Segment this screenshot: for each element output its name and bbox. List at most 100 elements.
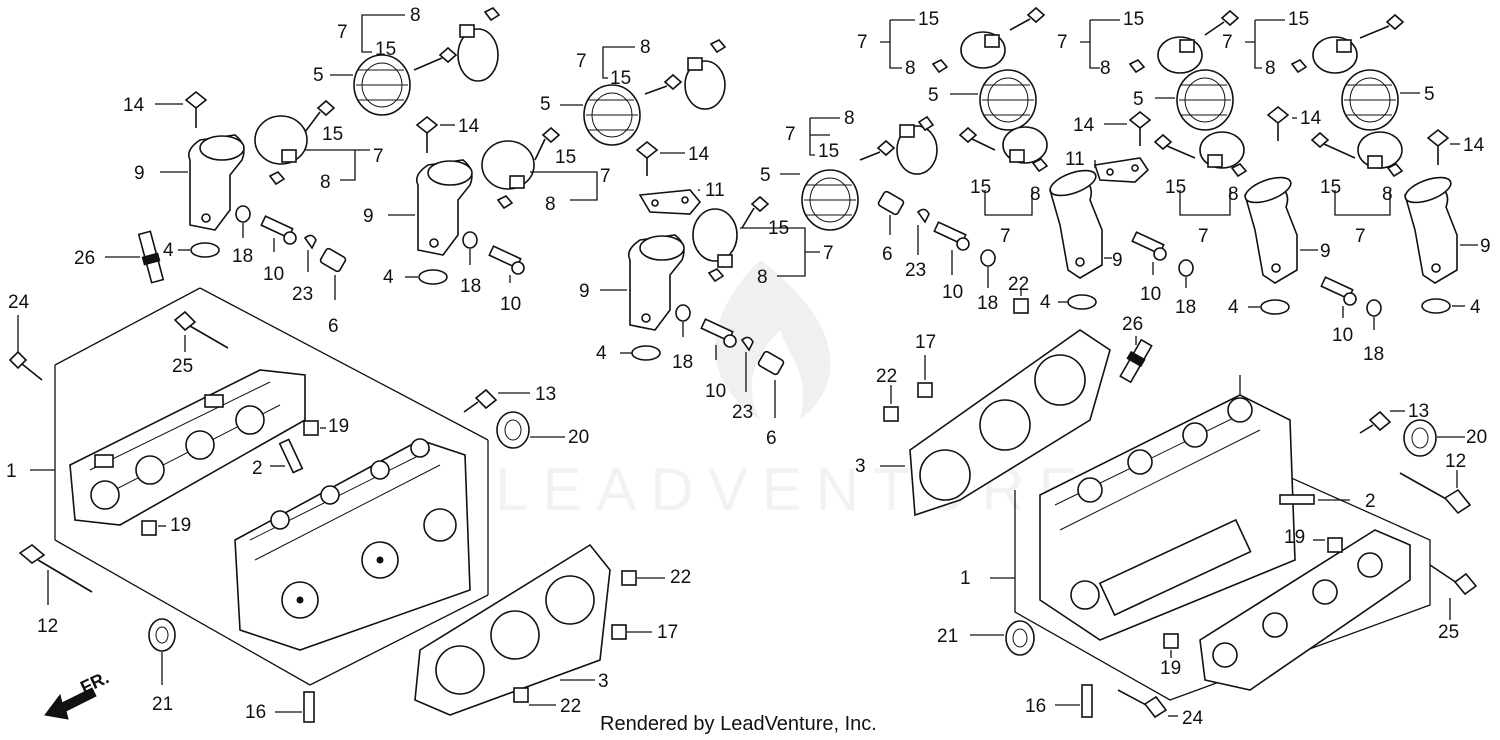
clip-23-left-a: [303, 234, 317, 250]
washer-18-right-a: [980, 249, 996, 267]
callout-15-left-c: 15: [610, 68, 631, 89]
callout-5-left-a: 5: [313, 65, 324, 86]
nut-8-center: [707, 268, 725, 283]
callout-6-center: 6: [766, 428, 777, 449]
nut-8-right-d: [1128, 59, 1146, 74]
screw-15-right-b: [1009, 6, 1046, 31]
callout-10-center: 10: [705, 381, 726, 402]
fitting-10-right-a: [933, 221, 970, 251]
callout-20-left: 20: [568, 427, 589, 448]
screw-15-left-b: [304, 99, 336, 133]
callout-8-right-c: 8: [1030, 184, 1041, 205]
oil-seal-21-right: [1005, 620, 1035, 656]
fitting-10-left-a: [260, 215, 297, 245]
footer-credit: Rendered by LeadVenture, Inc.: [600, 713, 877, 735]
screw-15-center: [741, 195, 770, 229]
washer-18-left-a: [235, 205, 251, 223]
callout-17-left: 17: [657, 622, 678, 643]
callout-22-right-a: 22: [876, 366, 897, 387]
bolt-25-right: [1429, 564, 1478, 596]
fitting-10-right-c: [1320, 276, 1357, 306]
clamp-7-right-c: [1002, 126, 1048, 164]
screw-15-left-a: [413, 46, 458, 71]
callout-15-left-d: 15: [555, 147, 576, 168]
clip-23-right: [916, 208, 930, 224]
callout-5-right-a: 5: [760, 165, 771, 186]
head-gasket-right: [909, 329, 1111, 517]
intake-boot-5-right-d: [1341, 69, 1399, 131]
callout-14-right-c: 14: [1463, 135, 1485, 156]
callout-26-right: 26: [1122, 314, 1143, 335]
dowel-19-right-a: [1327, 537, 1343, 553]
valve-6-right: [877, 190, 905, 216]
nut-8-right-a: [917, 115, 935, 132]
gasket-4-right-c: [1421, 298, 1451, 314]
dowel-19-right-b: [1163, 633, 1179, 649]
callout-11-center: 11: [705, 180, 725, 201]
callout-5-right-d: 5: [1424, 84, 1435, 105]
callout-8-right-e: 8: [1228, 184, 1239, 205]
callout-7-left-d: 7: [600, 166, 611, 187]
oil-seal-20-right: [1403, 419, 1437, 457]
callout-4-right-c: 4: [1470, 297, 1481, 318]
nut-8-left-c: [709, 39, 727, 54]
fitting-10-right-b: [1131, 231, 1167, 261]
callout-9-right-a: 9: [1112, 250, 1123, 271]
callout-7-right-g: 7: [1355, 226, 1366, 247]
callout-4-left-a: 4: [163, 240, 174, 261]
bolt-24-right: [1117, 689, 1168, 719]
clamp-7-right-b: [960, 31, 1006, 69]
dowel-17-left: [611, 624, 627, 640]
callout-16-right: 16: [1025, 696, 1046, 717]
bolt-24-left: [8, 350, 43, 381]
callout-3-left: 3: [598, 671, 609, 692]
dowel-19-left-a: [303, 420, 319, 436]
clip-23-center: [740, 336, 754, 352]
oil-seal-20-left: [496, 411, 530, 449]
spark-plug-26-right: [1119, 338, 1153, 384]
callout-8-left-a: 8: [410, 5, 421, 26]
callout-22-left-a: 22: [670, 567, 691, 588]
callout-15-right-d: 15: [1123, 9, 1144, 30]
cylinder-head-left: [234, 438, 471, 651]
clamp-7-left-d: [481, 140, 535, 190]
intake-elbow-9-left-a: [187, 134, 245, 231]
gasket-4-left-b: [418, 269, 448, 285]
callout-24-left: 24: [8, 292, 30, 313]
bolt-12-left: [18, 544, 93, 593]
intake-boot-5-right-c: [1176, 69, 1234, 131]
callout-22-right-b: 22: [1008, 274, 1029, 295]
callout-13-right: 13: [1408, 401, 1429, 422]
gasket-4-right-b: [1260, 299, 1290, 315]
callout-20-right: 20: [1466, 427, 1487, 448]
callout-19-left-b: 19: [170, 515, 191, 536]
clamp-7-center: [692, 208, 738, 268]
intake-elbow-9-left-b: [415, 159, 473, 256]
callout-18-right-b: 18: [1175, 297, 1196, 318]
callout-15-right-b: 15: [918, 9, 939, 30]
callout-10-left-a: 10: [263, 264, 284, 285]
callout-7-left-c: 7: [576, 51, 587, 72]
fitting-10-left-b: [488, 245, 525, 275]
bolt-14-center: [635, 140, 659, 176]
bracket-11-center: [638, 189, 702, 215]
callout-5-left-b: 5: [540, 94, 551, 115]
screw-15-right-f: [1359, 13, 1405, 39]
callout-4-left-b: 4: [383, 267, 394, 288]
callout-12-left: 12: [37, 616, 58, 637]
callout-7-right-f: 7: [1222, 32, 1233, 53]
callout-13-left: 13: [535, 384, 556, 405]
dowel-17-right: [917, 382, 933, 398]
callout-15-center: 15: [768, 218, 789, 239]
callout-7-right-c: 7: [1000, 226, 1011, 247]
bolt-12-right: [1399, 472, 1472, 515]
callout-15-right-e: 15: [1165, 177, 1186, 198]
callout-4-center: 4: [596, 343, 607, 364]
screw-15-right-a: [859, 139, 896, 161]
camshaft-holder-left: [69, 369, 306, 526]
callout-8-left-b: 8: [320, 172, 331, 193]
callout-18-center: 18: [672, 352, 693, 373]
nut-8-right-b: [931, 59, 949, 74]
callout-8-left-d: 8: [545, 194, 556, 215]
